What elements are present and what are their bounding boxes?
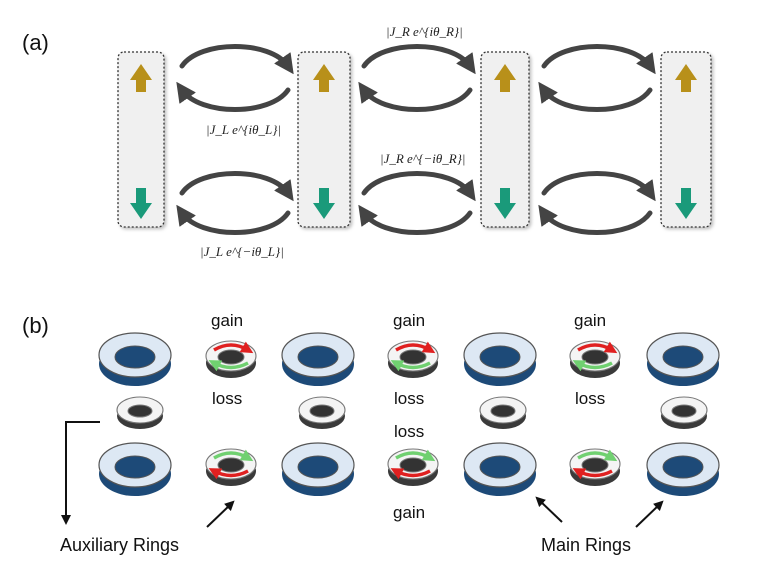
- up-arrow-icon: [494, 64, 516, 92]
- main-rings-label: Main Rings: [541, 535, 631, 555]
- coupling-label-bottom-left: |J_L e^{−iθ_L}|: [200, 244, 284, 259]
- gain-arrow-icon: [577, 341, 618, 354]
- auxiliary-ring: [387, 340, 439, 378]
- gain-arrow-icon: [213, 341, 254, 354]
- panel-a-label: (a): [22, 30, 49, 55]
- auxiliary-ring: [569, 340, 621, 378]
- auxiliary-ring: [205, 340, 257, 378]
- down-arrow-icon: [313, 188, 335, 219]
- coupling-label-bottom-right: |J_R e^{−iθ_R}|: [380, 151, 465, 166]
- loss-arrow-icon: [213, 449, 254, 462]
- main-pointer-arrow: [535, 496, 563, 523]
- site-column-3: [480, 51, 530, 228]
- loss-label: loss: [394, 389, 424, 408]
- gain-label: gain: [574, 311, 606, 330]
- auxiliary-rings: [116, 340, 708, 486]
- main-ring: [281, 332, 355, 386]
- auxiliary-pointer-arrow: [206, 500, 235, 528]
- main-ring: [463, 332, 537, 386]
- auxiliary-ring: [298, 396, 346, 429]
- main-ring: [646, 332, 720, 386]
- loss-arrow-icon: [577, 449, 618, 462]
- auxiliary-ring: [116, 396, 164, 429]
- loss-label: loss: [394, 422, 424, 441]
- auxiliary-rings-label: Auxiliary Rings: [60, 535, 179, 555]
- gain-label: gain: [393, 503, 425, 522]
- auxiliary-ring: [205, 448, 257, 486]
- gain-label: gain: [211, 311, 243, 330]
- loss-arrow-icon: [572, 360, 613, 372]
- main-ring: [646, 442, 720, 496]
- main-ring: [463, 442, 537, 496]
- main-ring: [98, 442, 172, 496]
- site-column-1: [117, 51, 165, 228]
- main-rings: [98, 332, 720, 496]
- down-arrow-icon: [130, 188, 152, 219]
- loss-arrow-icon: [395, 449, 436, 462]
- auxiliary-ring: [479, 396, 527, 429]
- main-ring: [98, 332, 172, 386]
- coupling-label-top-left: |J_L e^{iθ_L}|: [206, 122, 281, 137]
- auxiliary-ring: [660, 396, 708, 429]
- up-arrow-icon: [130, 64, 152, 92]
- up-arrow-icon: [675, 64, 697, 92]
- loss-arrow-icon: [208, 360, 249, 372]
- gain-arrow-icon: [395, 341, 436, 354]
- loss-arrow-icon: [390, 360, 431, 372]
- coupling-label-top-right: |J_R e^{iθ_R}|: [386, 24, 463, 39]
- panel-b-label: (b): [22, 313, 49, 338]
- down-arrow-icon: [494, 188, 516, 219]
- auxiliary-ring: [387, 448, 439, 486]
- gain-arrow-icon: [390, 468, 431, 480]
- loss-label: loss: [212, 389, 242, 408]
- up-arrow-icon: [313, 64, 335, 92]
- site-column-4: [660, 51, 712, 228]
- main-pointer-arrow: [635, 500, 664, 528]
- gain-label: gain: [393, 311, 425, 330]
- loss-label: loss: [575, 389, 605, 408]
- site-column-2: [297, 51, 351, 228]
- main-ring: [281, 442, 355, 496]
- auxiliary-ring: [569, 448, 621, 486]
- bracket-arrow: [61, 421, 100, 525]
- down-arrow-icon: [675, 188, 697, 219]
- coupling-arrows: [176, 44, 656, 235]
- gain-arrow-icon: [572, 468, 613, 480]
- gain-arrow-icon: [208, 468, 249, 480]
